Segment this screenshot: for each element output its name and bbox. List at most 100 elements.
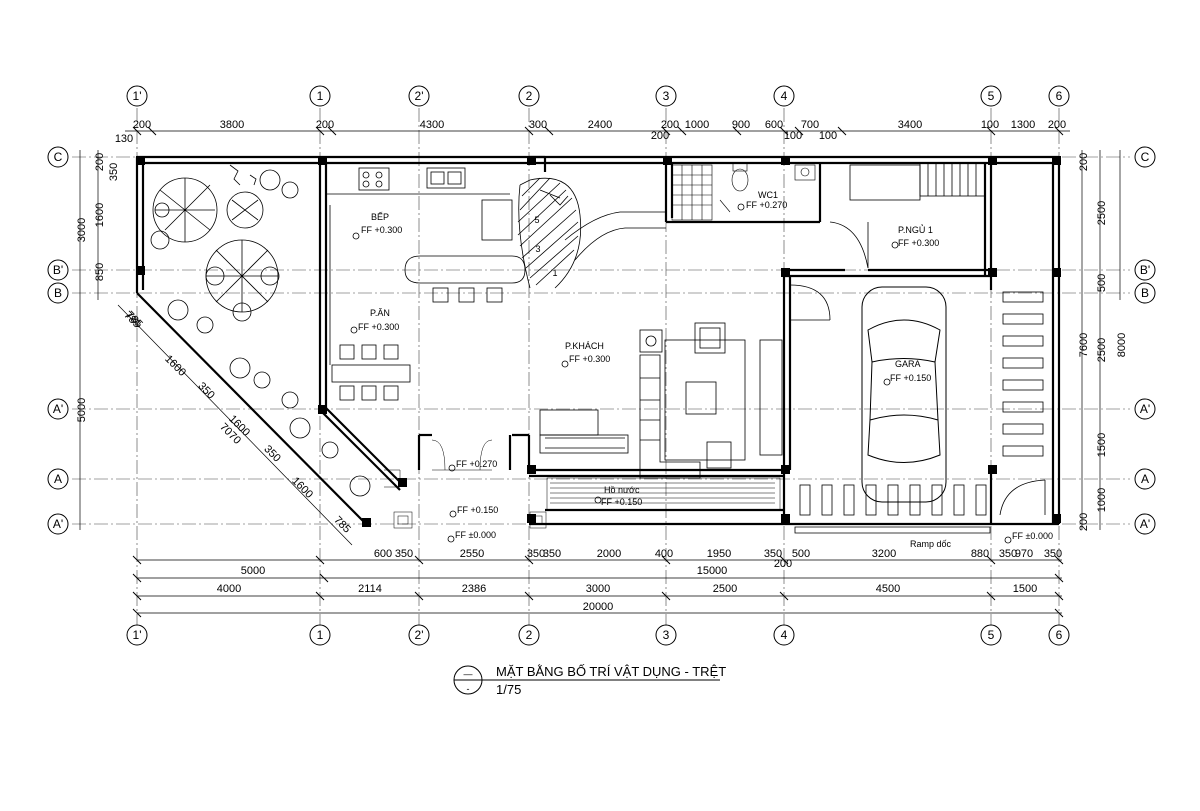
room-name-living: P.KHÁCH — [565, 341, 604, 351]
room-level-wc: FF +0.270 — [746, 200, 787, 210]
wc-fixtures — [671, 162, 816, 221]
garage-car — [861, 286, 947, 503]
columns — [136, 156, 1061, 527]
water-pond — [384, 439, 781, 529]
dim-right: 8000 — [1116, 333, 1128, 357]
dim-bottom: 15000 — [697, 565, 728, 577]
grid-label-top: 1 — [317, 89, 324, 103]
dim-bottom: 2500 — [713, 583, 737, 595]
grid-label-right: C — [1141, 150, 1150, 164]
title-symbol-top: — — [464, 669, 473, 679]
dim-diagonal: 1600 — [289, 475, 315, 501]
level-entry: FF +0.270 — [456, 459, 497, 469]
dim-bottom: 4000 — [217, 583, 241, 595]
grid-label-top: 2' — [415, 89, 424, 103]
dim-top: 130 — [115, 133, 133, 145]
dim-diagonal: 350 — [261, 443, 282, 464]
dim-top: 1000 — [685, 119, 709, 131]
room-level-garage: FF +0.150 — [890, 373, 931, 383]
dim-bottom: 5000 — [241, 565, 265, 577]
title-symbol-bottom: - — [467, 684, 470, 694]
dim-bottom: 500 — [792, 548, 810, 560]
grid-label-left: B' — [53, 263, 63, 277]
dim-bottom: 600 — [374, 548, 392, 560]
dim-bottom: 3200 — [872, 548, 896, 560]
grid-label-bottom: 3 — [663, 628, 670, 642]
room-name-kitchen: BẾP — [371, 212, 389, 222]
room-name-wc: WC1 — [758, 190, 778, 200]
grid-label-top: 1' — [133, 89, 142, 103]
ramp-label: Ramp dốc — [910, 539, 952, 549]
dim-right: 7600 — [1078, 333, 1090, 357]
grid-label-left: A' — [53, 517, 63, 531]
dim-top: 100 — [784, 130, 802, 142]
dim-diagonal: 785 — [331, 514, 352, 535]
dimension-lines — [79, 130, 1121, 614]
grid-label-top: 6 — [1056, 89, 1063, 103]
dim-bottom: 3000 — [586, 583, 610, 595]
dim-top: 3400 — [898, 119, 922, 131]
dim-bottom: 350 — [543, 548, 561, 560]
dim-right: 500 — [1096, 274, 1108, 292]
dim-top: 1300 — [1011, 119, 1035, 131]
grid-label-top: 3 — [663, 89, 670, 103]
grid-label-bottom: 5 — [988, 628, 995, 642]
dim-bottom: 350 — [395, 548, 413, 560]
room-name-dining: P.ĂN — [370, 308, 390, 318]
dim-top: 200 — [133, 119, 151, 131]
dim-diagonal: 1600 — [162, 353, 188, 379]
dim-left: 350 — [108, 163, 120, 181]
grid-label-bottom: 2' — [415, 628, 424, 642]
dim-bottom: 2550 — [460, 548, 484, 560]
dim-left: 200 — [94, 153, 106, 171]
grid-label-bottom: 1 — [317, 628, 324, 642]
grid-label-top: 2 — [526, 89, 533, 103]
dim-top: 200 — [1048, 119, 1066, 131]
grid-label-bottom: 4 — [781, 628, 788, 642]
grid-label-right: A' — [1140, 517, 1150, 531]
dim-bottom: 1950 — [707, 548, 731, 560]
grid-label-right: A' — [1140, 402, 1150, 416]
room-level-living: FF +0.300 — [569, 354, 610, 364]
room-level-bedroom: FF +0.300 — [898, 238, 939, 248]
dim-top: 300 — [529, 119, 547, 131]
dim-top: 4300 — [420, 119, 444, 131]
room-level-kitchen: FF +0.300 — [361, 225, 402, 235]
grid-label-left: A' — [53, 402, 63, 416]
dim-right: 2500 — [1096, 338, 1108, 362]
dim-bottom: 4500 — [876, 583, 900, 595]
stair — [517, 177, 666, 289]
drawing-title: — - MẶT BẰNG BỐ TRÍ VẬT DỤNG - TRỆT 1/75 — [453, 664, 726, 697]
grid-label-bottom: 6 — [1056, 628, 1063, 642]
grid-label-bottom: 1' — [133, 628, 142, 642]
dim-top: 2400 — [588, 119, 612, 131]
dim-right: 200 — [1078, 153, 1090, 171]
stair-step-number: 3 — [535, 244, 540, 254]
grid-label-left: C — [54, 150, 63, 164]
dim-left: 3000 — [76, 218, 88, 242]
level-porch: FF +0.150 — [457, 505, 498, 515]
dim-top: 900 — [732, 119, 750, 131]
grid-label-bottom: 2 — [526, 628, 533, 642]
dim-right: 200 — [1078, 513, 1090, 531]
dim-diagonal: 350 — [195, 380, 216, 401]
dim-bottom-total: 20000 — [583, 601, 614, 613]
drawing-scale: 1/75 — [496, 682, 521, 697]
grid-label-top: 4 — [781, 89, 788, 103]
grid-label-right: B — [1141, 286, 1149, 300]
level-ramp: FF ±0.000 — [1012, 531, 1053, 541]
grid-label-right: A — [1141, 472, 1149, 486]
grid-label-left: B — [54, 286, 62, 300]
dim-top: 200 — [651, 130, 669, 142]
bedroom-fixtures — [829, 162, 986, 269]
dim-bottom: 2000 — [597, 548, 621, 560]
living-furniture — [539, 322, 783, 479]
dim-top: 3800 — [220, 119, 244, 131]
dim-bottom: 350 — [999, 548, 1017, 560]
dim-right: 1000 — [1096, 488, 1108, 512]
dim-left: 1600 — [94, 203, 106, 227]
dim-left: 850 — [94, 263, 106, 281]
stair-step-number: 5 — [534, 215, 539, 225]
